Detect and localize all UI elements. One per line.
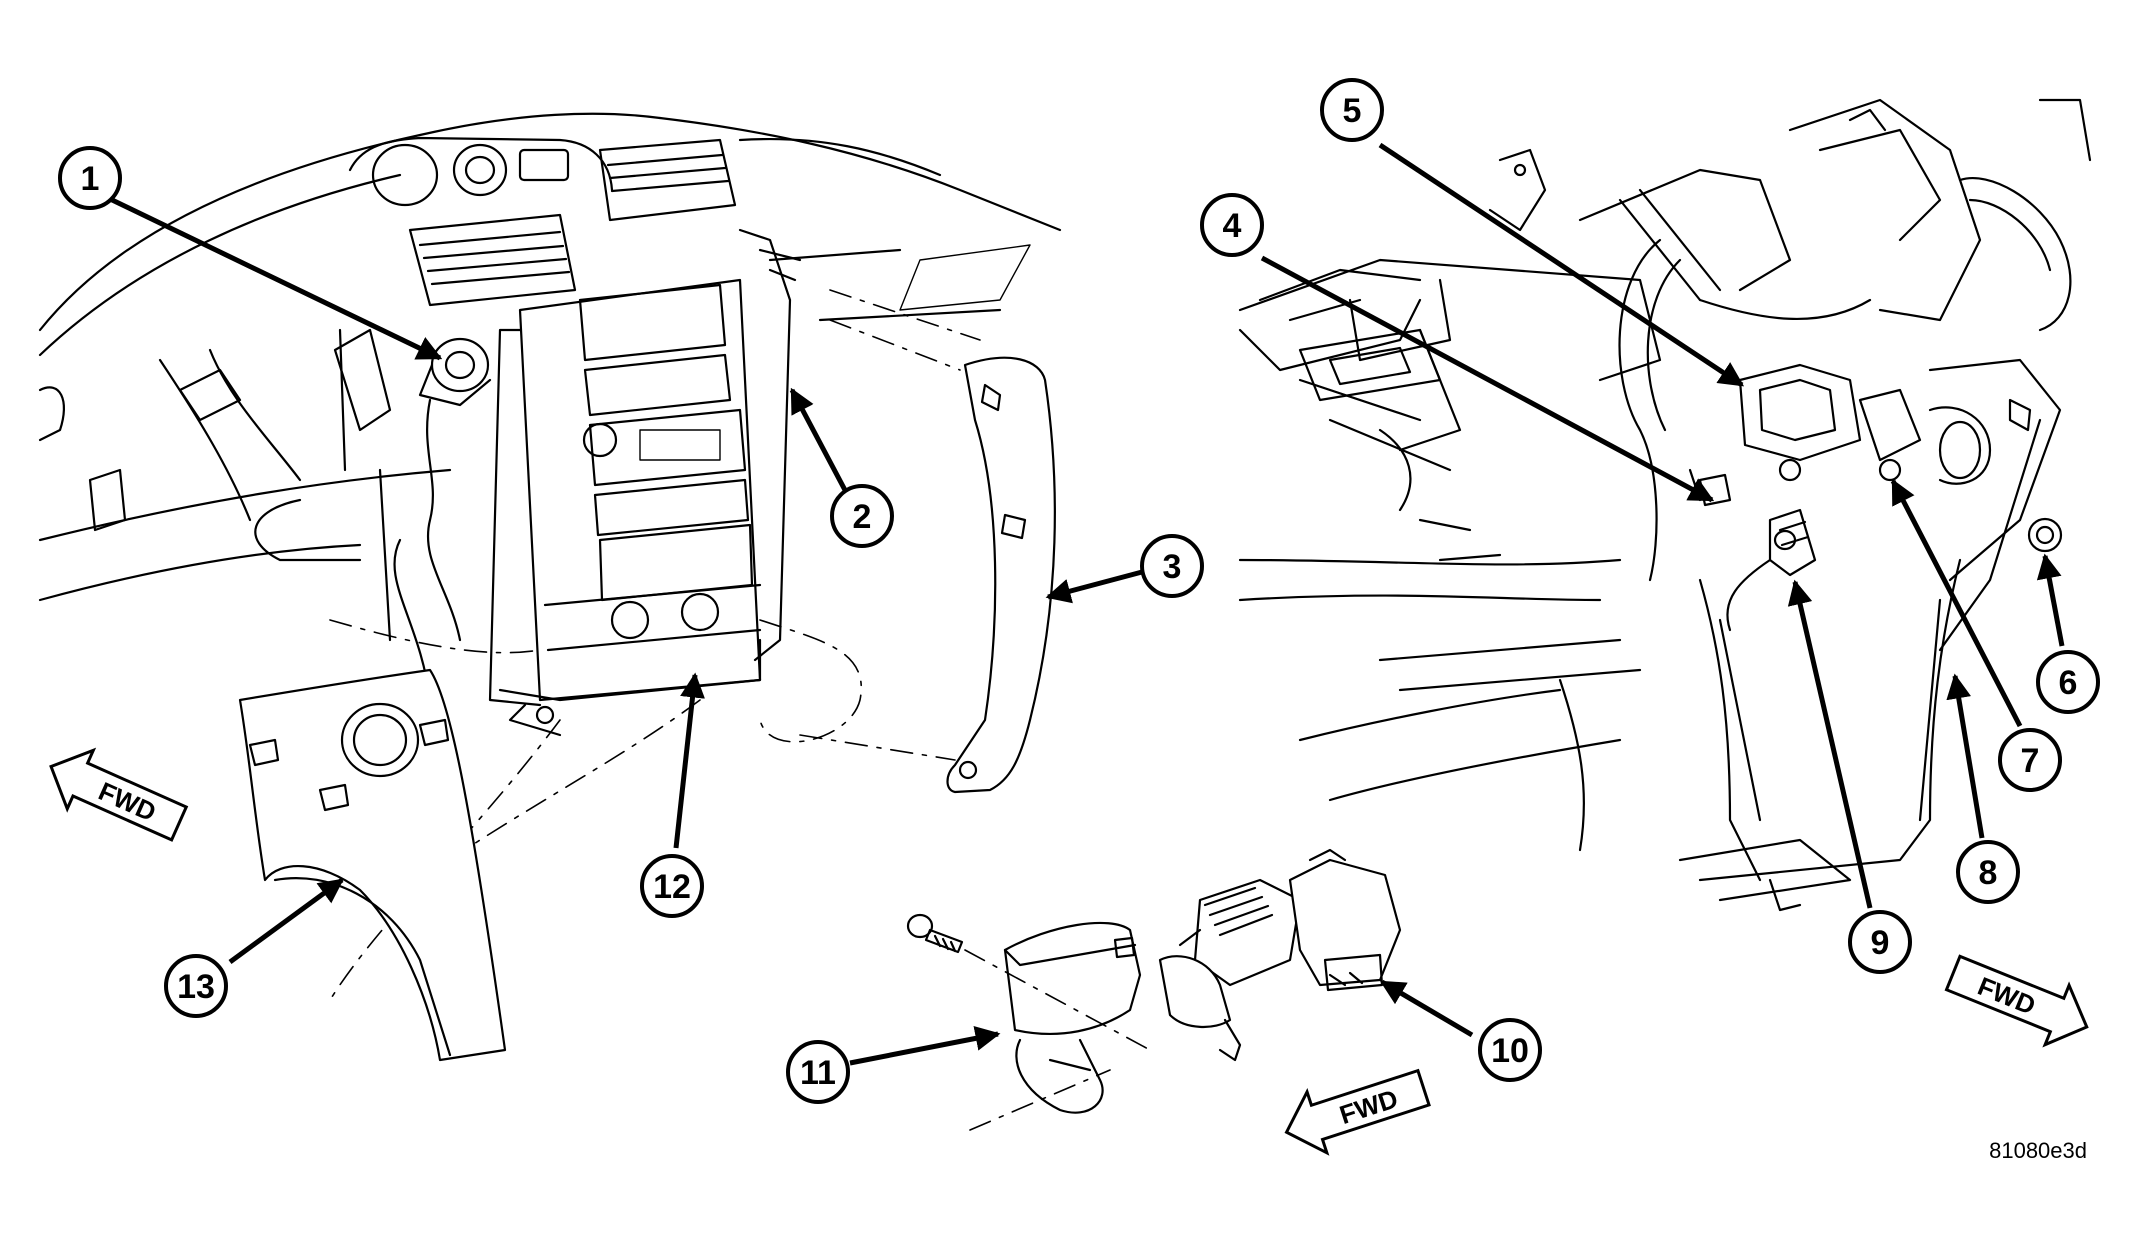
svg-text:6: 6 bbox=[2059, 664, 2078, 702]
svg-text:2: 2 bbox=[853, 498, 872, 536]
leader-5 bbox=[1378, 142, 1745, 388]
callout-7: 7 bbox=[1998, 728, 2062, 792]
callout-5: 5 bbox=[1320, 78, 1384, 142]
svg-text:7: 7 bbox=[2021, 742, 2040, 780]
svg-text:13: 13 bbox=[177, 968, 215, 1006]
callout-8: 8 bbox=[1956, 840, 2020, 904]
callout-10: 10 bbox=[1478, 1018, 1542, 1082]
leader-8 bbox=[1946, 673, 1985, 839]
svg-text:10: 10 bbox=[1491, 1032, 1529, 1070]
under-panel-illustration bbox=[1238, 98, 2092, 912]
side-bezel-part-3 bbox=[946, 356, 1056, 794]
svg-text:4: 4 bbox=[1223, 207, 1242, 245]
leader-2 bbox=[789, 387, 849, 494]
callout-4: 4 bbox=[1200, 193, 1264, 257]
svg-text:5: 5 bbox=[1343, 92, 1362, 130]
instrument-panel-illustration bbox=[38, 112, 1062, 1001]
callout-2: 2 bbox=[830, 484, 894, 548]
fwd-arrow-center: FWD bbox=[1284, 1068, 1431, 1156]
svg-text:9: 9 bbox=[1871, 924, 1890, 962]
module-exploded-illustration bbox=[906, 848, 1402, 1131]
callout-1: 1 bbox=[58, 146, 122, 210]
leader-11 bbox=[849, 1026, 1001, 1066]
leader-9 bbox=[1787, 579, 1873, 909]
fwd-arrow-left: FWD bbox=[49, 747, 189, 842]
callouts: 1 2 3 4 5 6 7 8 bbox=[58, 78, 2100, 1104]
callout-9: 9 bbox=[1848, 910, 1912, 974]
callout-3: 3 bbox=[1140, 534, 1204, 598]
leader-7 bbox=[1890, 478, 2023, 728]
leader-12 bbox=[673, 672, 705, 849]
leader-1 bbox=[106, 195, 443, 361]
svg-text:11: 11 bbox=[800, 1054, 836, 1092]
lower-trim-panel-part-13 bbox=[238, 668, 507, 1062]
callout-13: 13 bbox=[164, 954, 228, 1018]
fwd-arrow-right: FWD bbox=[1944, 954, 2089, 1048]
leader-3 bbox=[1045, 569, 1143, 604]
svg-text:8: 8 bbox=[1979, 854, 1998, 892]
svg-text:1: 1 bbox=[81, 160, 100, 198]
callout-11: 11 bbox=[786, 1040, 850, 1104]
leader-10 bbox=[1379, 979, 1474, 1038]
svg-text:3: 3 bbox=[1163, 548, 1182, 586]
callout-12: 12 bbox=[640, 854, 704, 918]
leader-4 bbox=[1260, 255, 1715, 503]
leader-13 bbox=[228, 877, 345, 965]
callout-6: 6 bbox=[2036, 650, 2100, 714]
leader-6 bbox=[2036, 553, 2065, 647]
figure-reference-id: 81080e3d bbox=[1989, 1138, 2087, 1163]
svg-text:12: 12 bbox=[653, 868, 691, 906]
leader-arrows bbox=[106, 142, 2065, 1066]
